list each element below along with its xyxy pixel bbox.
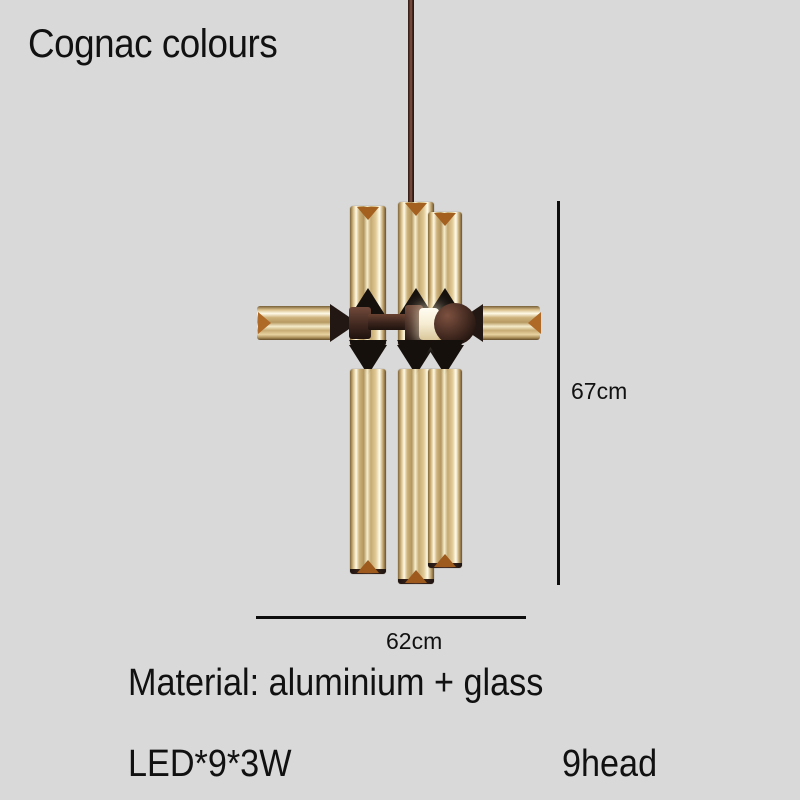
width-dimension-label: 62cm bbox=[386, 628, 443, 654]
height-dimension-line bbox=[557, 201, 560, 585]
glass-tube-down-right bbox=[428, 369, 462, 568]
cone-hub-down-center bbox=[397, 340, 435, 370]
hub-block-center bbox=[405, 305, 423, 343]
tip-cone-arm-left bbox=[258, 312, 271, 334]
glass-tube-down-left bbox=[350, 369, 386, 574]
tip-cone-up-left bbox=[357, 207, 379, 220]
tip-cone-down-center bbox=[405, 570, 427, 583]
tip-cone-up-right bbox=[434, 213, 456, 226]
material-spec-label: Material: aluminium + glass bbox=[128, 662, 544, 704]
tip-cone-down-right bbox=[434, 554, 456, 567]
page-title: Cognac colours bbox=[28, 22, 278, 66]
cone-hub-up-right bbox=[426, 288, 464, 318]
cone-hub-down-right bbox=[426, 340, 464, 370]
tip-cone-down-left bbox=[357, 560, 379, 573]
cone-connector-up-center bbox=[397, 345, 435, 375]
glass-tube-up-right bbox=[428, 212, 462, 346]
hub-light-element bbox=[419, 308, 439, 340]
width-dimension-line bbox=[256, 616, 526, 619]
cone-hub-up-center bbox=[397, 288, 435, 318]
cone-hub-up-left bbox=[349, 288, 387, 318]
hub-sphere bbox=[434, 303, 476, 345]
cone-connector-arm-right bbox=[455, 304, 483, 342]
hub-block-left bbox=[349, 307, 371, 339]
suspension-rod bbox=[408, 0, 414, 205]
glass-tube-up-center bbox=[398, 202, 434, 346]
cone-connector-up-right bbox=[426, 345, 464, 375]
cone-connector-up-left bbox=[349, 345, 387, 375]
tip-cone-up-center bbox=[405, 203, 427, 216]
glass-tube-arm-left bbox=[257, 306, 335, 340]
tip-cone-arm-right bbox=[528, 312, 541, 334]
led-spec-label: LED*9*3W bbox=[128, 743, 292, 785]
height-dimension-label: 67cm bbox=[571, 378, 628, 404]
head-count-label: 9head bbox=[562, 743, 658, 785]
hub-bar bbox=[368, 314, 412, 330]
cone-connector-arm-left bbox=[330, 304, 358, 342]
glass-tube-down-center bbox=[398, 369, 434, 584]
glass-tube-up-left bbox=[350, 206, 386, 346]
cone-hub-down-left bbox=[349, 340, 387, 370]
glass-tube-arm-right bbox=[480, 306, 540, 340]
